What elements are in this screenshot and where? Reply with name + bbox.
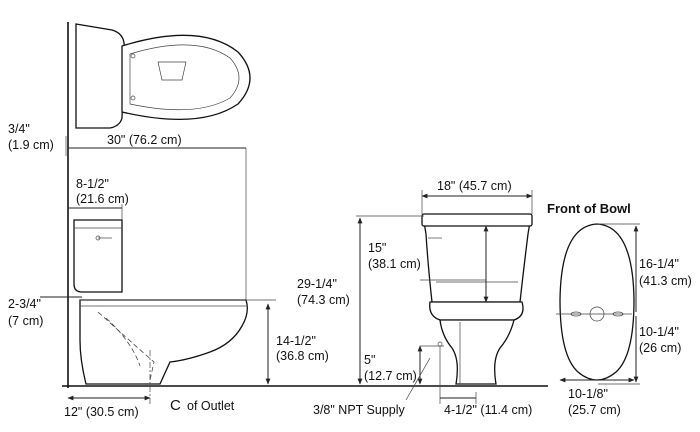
tank-front — [423, 221, 531, 303]
rim-height-cm-label: (36.8 cm) — [276, 349, 329, 363]
outlet-symbol: C — [170, 397, 181, 414]
bowl-outline-top — [559, 223, 635, 381]
overall-depth-label: 30" (76.2 cm) — [107, 133, 182, 147]
hole-to-front-label: 10-1/4" — [639, 325, 679, 339]
seat-offset-cm-label: (1.9 cm) — [8, 138, 54, 152]
bolt-slot-right — [612, 311, 624, 317]
length-label: 16-1/4" — [639, 257, 679, 271]
rough-in-label: 12" (30.5 cm) — [64, 405, 139, 419]
supply-height-cm-label: (12.7 cm) — [364, 369, 417, 383]
length-cm-label: (41.3 cm) — [639, 274, 692, 288]
bowl-outlet — [589, 306, 605, 322]
hinge-bolt — [130, 53, 136, 59]
bolt-slot-left — [570, 311, 582, 317]
rear-view: 18" (45.7 cm) 15" (38.1 cm) 29-1/4" (74.… — [297, 179, 533, 417]
tank-side — [73, 219, 123, 293]
overall-height-label: 29-1/4" — [297, 277, 337, 291]
rim-height-label: 14-1/2" — [276, 334, 316, 348]
supply-label: 3/8" NPT Supply — [313, 403, 406, 417]
outlet-label: of Outlet — [187, 399, 235, 413]
supply-point — [437, 341, 443, 347]
side-view: 3/4" (1.9 cm) 30" (76.2 cm) 8-1/2" (21.6… — [8, 22, 548, 419]
tank-height-label: 15" — [368, 241, 386, 255]
raised-seat-lid — [75, 23, 125, 129]
overall-height-cm-label: (74.3 cm) — [297, 293, 350, 307]
bowl-opening-top — [129, 44, 240, 111]
flush-hole-top — [157, 61, 187, 81]
seat-front — [429, 301, 524, 321]
hole-to-front-cm-label: (26 cm) — [639, 341, 681, 355]
trapway-hidden — [97, 311, 155, 381]
front-of-bowl-title: Front of Bowl — [547, 201, 631, 216]
tank-depth-label: 8-1/2" — [76, 177, 109, 191]
wall-gap-cm-label: (7 cm) — [8, 314, 43, 328]
flush-handle-pivot — [95, 235, 101, 241]
supply-offset-label: 4-1/2" (11.4 cm) — [444, 403, 532, 417]
supply-height-label: 5" — [364, 353, 375, 367]
tank-height-cm-label: (38.1 cm) — [368, 257, 421, 271]
supply-leader — [405, 357, 431, 401]
front-of-bowl-view: Front of Bowl 16-1/4" (41.3 cm) 10-1/4" … — [547, 201, 692, 417]
seat-ring-top — [121, 34, 251, 121]
wall-gap-label: 2-3/4" — [8, 297, 41, 311]
seat-offset-label: 3/4" — [8, 122, 30, 136]
width-cm-label: (25.7 cm) — [568, 403, 621, 417]
pedestal-front — [439, 319, 515, 385]
tank-lid-front — [421, 213, 533, 227]
tank-width-label: 18" (45.7 cm) — [437, 179, 512, 193]
hinge-bolt — [130, 95, 136, 101]
tank-depth-cm-label: (21.6 cm) — [76, 192, 129, 206]
width-label: 10-1/8" — [568, 387, 608, 401]
trapway-hidden-2 — [105, 317, 141, 367]
bowl-side — [79, 299, 248, 385]
